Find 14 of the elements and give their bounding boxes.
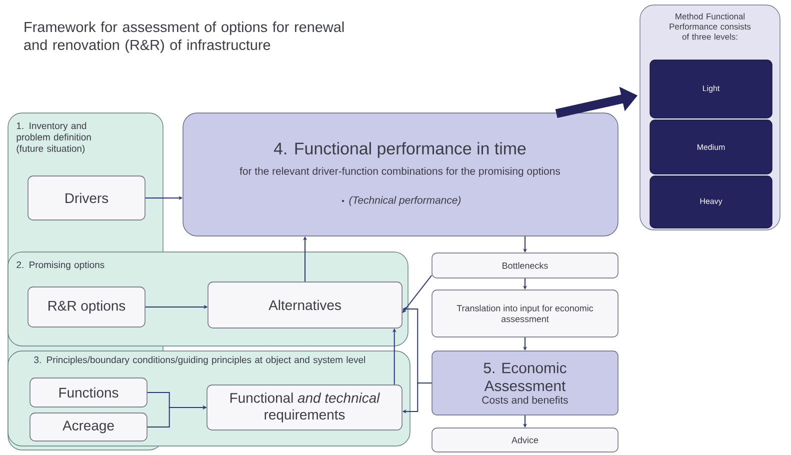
process-box: Functional and technical requirements xyxy=(206,384,402,430)
process-box: Translation into input for economic assessment xyxy=(432,290,618,338)
process-box: Functions xyxy=(30,378,148,408)
node-label: 1. Inventory and problem definition (future situation) xyxy=(16,122,91,154)
process-box: Advice xyxy=(432,428,618,452)
process-box: Alternatives xyxy=(208,282,402,328)
process-box: R&R options xyxy=(28,286,146,328)
title: Framework for assessment of options for renewal and renovation (R&R) of infrastructure xyxy=(24,22,344,53)
arrow xyxy=(402,274,432,313)
process-box: Bottlenecks xyxy=(432,252,618,278)
process-box: 5. Economic Assessment Costs and benefits xyxy=(432,350,618,416)
process-box: Drivers xyxy=(28,176,146,220)
process-box: Acreage xyxy=(30,412,148,442)
process-box: 4. Functional performance in time for the relevant driver-function combinations for the promising options (Technical performance) xyxy=(182,112,618,236)
